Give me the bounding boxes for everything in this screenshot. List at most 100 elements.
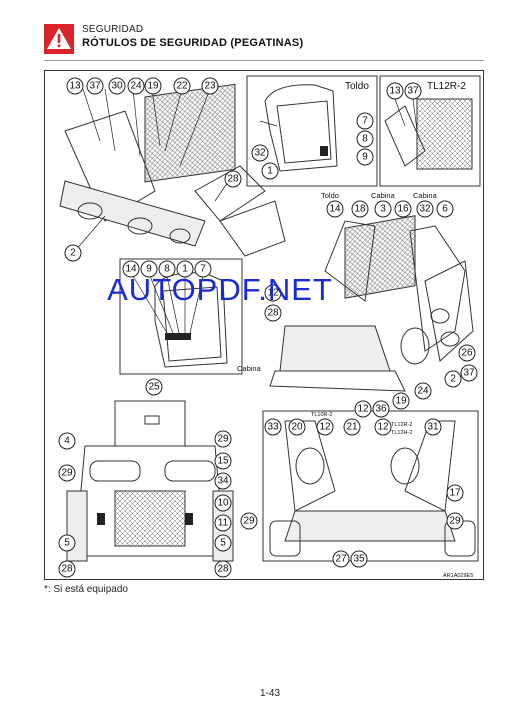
toldo-inset: Toldo xyxy=(246,75,378,187)
callout-12: 12 xyxy=(264,284,282,302)
svg-text:20: 20 xyxy=(291,422,303,433)
svg-text:19: 19 xyxy=(147,81,159,92)
header-divider xyxy=(44,60,484,61)
svg-text:21: 21 xyxy=(346,422,358,433)
callout-7: 7 xyxy=(356,112,374,130)
svg-text:35: 35 xyxy=(353,554,365,565)
callout-2-mid: 2 xyxy=(444,370,462,388)
svg-text:7: 7 xyxy=(200,264,206,275)
callout-8-cab: 8 xyxy=(158,260,176,278)
svg-text:10: 10 xyxy=(217,498,229,509)
callout-37-mid: 37 xyxy=(460,364,478,382)
page-header: SEGURIDAD RÓTULOS DE SEGURIDAD (PEGATINA… xyxy=(44,22,484,56)
svg-text:7: 7 xyxy=(362,116,368,127)
callout-34: 34 xyxy=(214,472,232,490)
safety-decals-figure: Toldo TL12R-2 Cabina xyxy=(44,70,484,580)
svg-text:4: 4 xyxy=(64,436,70,447)
section-name: SEGURIDAD xyxy=(82,24,144,35)
svg-text:25: 25 xyxy=(148,382,160,393)
callout-24-mid: 24 xyxy=(414,382,432,400)
callout-2: 2 xyxy=(64,244,82,262)
callout-13: 13 xyxy=(66,77,84,95)
callout-29-bottom-right: 29 xyxy=(446,512,464,530)
callout-12-bottom: 12 xyxy=(316,418,334,436)
svg-text:8: 8 xyxy=(164,264,170,275)
footnote: *: Si está equipado xyxy=(44,584,128,595)
svg-text:12: 12 xyxy=(267,288,279,299)
svg-text:37: 37 xyxy=(407,86,419,97)
svg-text:16: 16 xyxy=(397,204,409,215)
callout-28-left: 28 xyxy=(58,560,76,578)
toldo-label: Toldo xyxy=(321,191,339,200)
svg-text:30: 30 xyxy=(111,81,123,92)
callout-19-mid: 19 xyxy=(392,392,410,410)
svg-text:31: 31 xyxy=(427,422,439,433)
svg-text:37: 37 xyxy=(89,81,101,92)
callout-22: 22 xyxy=(173,77,191,95)
callout-14-cab: 14 xyxy=(122,260,140,278)
callout-28-right: 28 xyxy=(214,560,232,578)
callout-1-cab: 1 xyxy=(176,260,194,278)
cabina-label-2: Cabina xyxy=(413,191,438,200)
cabina-label-1: Cabina xyxy=(371,191,396,200)
svg-text:23: 23 xyxy=(204,81,216,92)
svg-text:27: 27 xyxy=(335,554,347,565)
callout-32-cab: 32 xyxy=(416,200,434,218)
callout-3: 3 xyxy=(374,200,392,218)
callout-27: 27 xyxy=(332,550,350,568)
tl12r2-inset-label: TL12R-2 xyxy=(427,81,466,92)
callout-4: 4 xyxy=(58,432,76,450)
callout-9-cab: 9 xyxy=(140,260,158,278)
svg-text:28: 28 xyxy=(217,564,229,575)
callout-14: 14 xyxy=(326,200,344,218)
callout-5-left: 5 xyxy=(58,534,76,552)
svg-text:26: 26 xyxy=(461,348,473,359)
cabina-inset-label: Cabina xyxy=(237,364,262,373)
callout-20: 20 xyxy=(288,418,306,436)
svg-text:14: 14 xyxy=(125,264,137,275)
svg-text:29: 29 xyxy=(217,434,229,445)
callout-11: 11 xyxy=(214,514,232,532)
tl12r2-label: TL12R-2 xyxy=(391,422,412,428)
callout-1: 1 xyxy=(261,162,279,180)
svg-text:5: 5 xyxy=(64,538,70,549)
svg-text:1: 1 xyxy=(267,166,273,177)
callout-16: 16 xyxy=(394,200,412,218)
callout-15: 15 xyxy=(214,452,232,470)
svg-text:5: 5 xyxy=(220,538,226,549)
svg-text:3: 3 xyxy=(380,204,386,215)
svg-text:9: 9 xyxy=(362,152,368,163)
callout-21: 21 xyxy=(343,418,361,436)
callout-26: 26 xyxy=(458,344,476,362)
svg-text:32: 32 xyxy=(254,148,266,159)
callout-9: 9 xyxy=(356,148,374,166)
svg-text:2: 2 xyxy=(450,374,456,385)
svg-text:11: 11 xyxy=(218,518,229,529)
callout-37: 37 xyxy=(86,77,104,95)
machine-rear-view-drawing xyxy=(66,400,234,562)
callout-29-bottom-left: 29 xyxy=(240,512,258,530)
callout-35: 35 xyxy=(350,550,368,568)
svg-text:28: 28 xyxy=(267,308,279,319)
figure-code: AR1A029E5 xyxy=(443,573,473,579)
svg-text:37: 37 xyxy=(463,368,475,379)
svg-text:15: 15 xyxy=(217,456,229,467)
svg-text:9: 9 xyxy=(146,264,152,275)
machine-side-view-drawing xyxy=(59,83,286,257)
callout-30: 30 xyxy=(108,77,126,95)
svg-text:22: 22 xyxy=(176,81,188,92)
watermark: AUTOPDF.NET xyxy=(107,272,333,307)
callout-19: 19 xyxy=(144,77,162,95)
page-number: 1-43 xyxy=(259,688,280,699)
svg-text:13: 13 xyxy=(69,81,81,92)
callout-33: 33 xyxy=(264,418,282,436)
svg-text:6: 6 xyxy=(442,204,448,215)
callout-6: 6 xyxy=(436,200,454,218)
svg-text:8: 8 xyxy=(362,134,368,145)
svg-text:33: 33 xyxy=(267,422,279,433)
callout-7-cab: 7 xyxy=(194,260,212,278)
callout-28: 28 xyxy=(224,170,242,188)
callout-12-mid: 12 xyxy=(354,400,372,418)
page-title: RÓTULOS DE SEGURIDAD (PEGATINAS) xyxy=(82,37,304,49)
callout-10: 10 xyxy=(214,494,232,512)
